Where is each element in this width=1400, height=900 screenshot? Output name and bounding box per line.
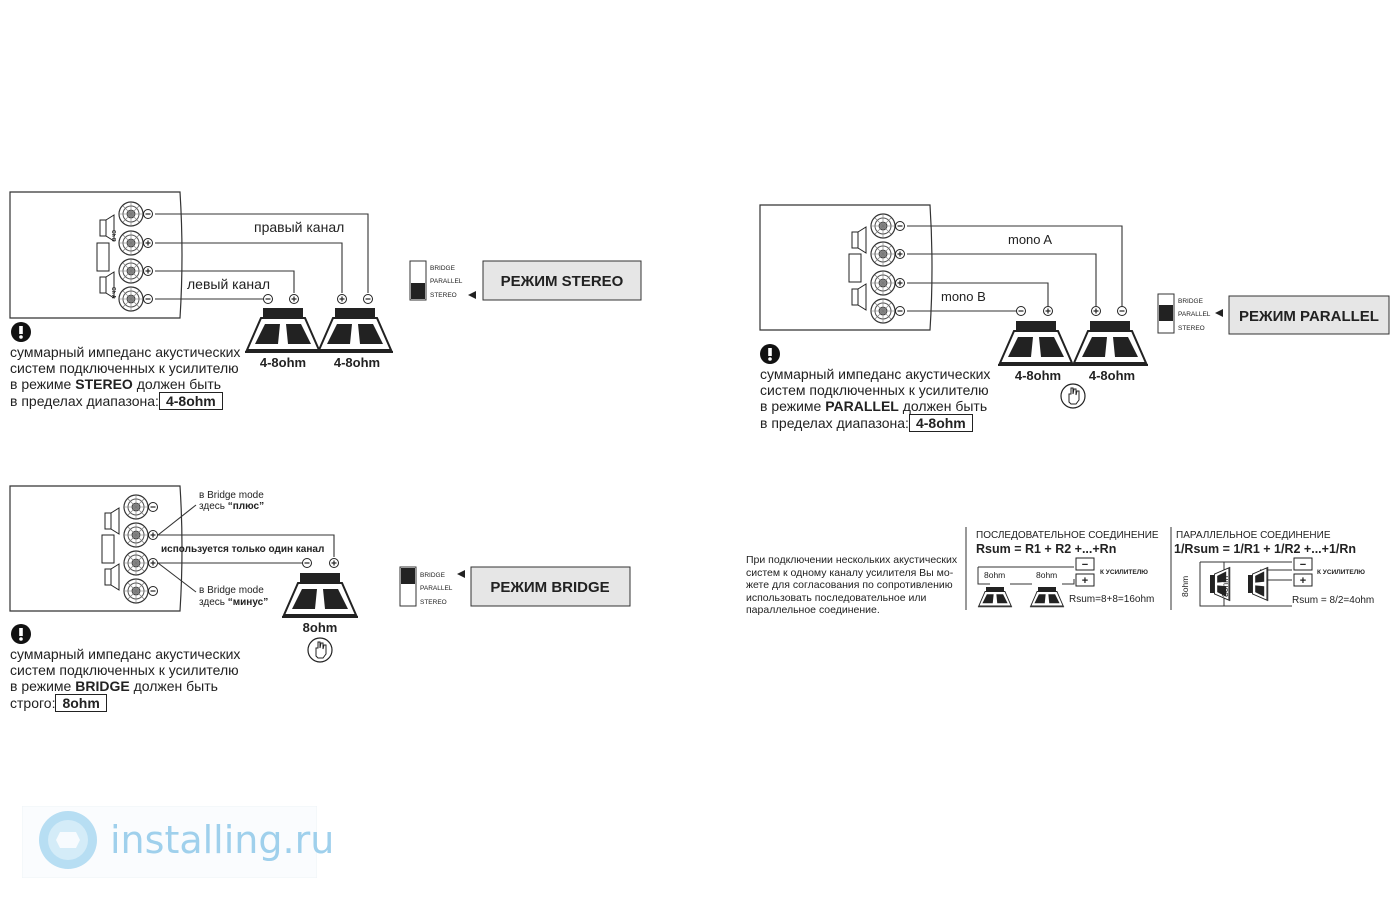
mono-b-label: mono B (941, 289, 986, 304)
parallel-diagram: mono A mono B 4-8ohm 4-8ohm BRIDGE PARAL… (759, 204, 1390, 409)
bridge-diagram: в Bridge mode здесь “плюс” используется … (9, 485, 631, 663)
amplifier-terminals: Ch B Ch A (96, 201, 154, 312)
parallel-note: суммарный импеданс акустических систем п… (760, 366, 991, 432)
stereo-note: суммарный импеданс акустических систем п… (10, 344, 241, 410)
mode-box (482, 260, 642, 301)
svg-text:−: − (1082, 559, 1088, 571)
warning-icon (760, 344, 780, 364)
watermark-text: installing.ru (110, 818, 335, 862)
amplifier-terminals (101, 494, 159, 604)
impedance-value: 8ohm (55, 694, 107, 712)
series-result: Rsum=8+8=16ohm (1069, 594, 1154, 605)
stereo-diagram: Ch B Ch A правый канал левый канал 4-8oh… (9, 191, 642, 370)
parallel-result: Rsum = 8/2=4ohm (1292, 595, 1374, 606)
bridge-plus-note-line2: здесь “плюс” (199, 501, 264, 512)
right-channel-label: правый канал (254, 219, 344, 235)
svg-text:PARALLEL: PARALLEL (1178, 311, 1211, 318)
svg-text:−: − (1300, 559, 1306, 571)
svg-text:К УСИЛИТЕЛЮ: К УСИЛИТЕЛЮ (1317, 569, 1365, 576)
bridge-note: суммарный импеданс акустических систем п… (10, 646, 241, 712)
svg-text:Ch A: Ch A (110, 287, 116, 299)
speaker-2-ohm: 4-8ohm (1089, 368, 1135, 383)
wires (907, 225, 1123, 312)
speaker-1-ohm: 4-8ohm (260, 355, 306, 370)
svg-text:8ohm: 8ohm (984, 570, 1005, 580)
series-schematic (977, 566, 1075, 585)
bridge-plus-note-line1: в Bridge mode (199, 490, 264, 501)
speaker-2 (316, 307, 394, 353)
series-title: ПОСЛЕДОВАТЕЛЬНОЕ СОЕДИНЕНИЕ (976, 530, 1159, 541)
svg-text:8ohm: 8ohm (1180, 576, 1190, 597)
svg-text:8ohm: 8ohm (1220, 576, 1230, 597)
warning-icon (11, 322, 31, 342)
speaker-1 (997, 320, 1075, 366)
mode-label: РЕЖИМ STEREO (501, 273, 624, 290)
mono-a-label: mono A (1008, 232, 1052, 247)
speaker-2 (1071, 320, 1149, 366)
mode-label: РЕЖИМ BRIDGE (490, 579, 609, 596)
bridge-center-note: используется только один канал (161, 544, 324, 555)
speaker (281, 572, 359, 618)
wires (157, 504, 335, 593)
svg-text:PARALLEL: PARALLEL (430, 278, 463, 285)
mode-switch[interactable]: BRIDGE PARALLEL STEREO (409, 260, 476, 301)
impedance-value: 4-8ohm (158, 392, 223, 410)
svg-text:BRIDGE: BRIDGE (420, 572, 446, 579)
speaker-ohm: 8ohm (303, 620, 338, 635)
svg-text:BRIDGE: BRIDGE (430, 265, 456, 272)
impedance-value: 4-8ohm (908, 414, 973, 432)
speaker-2-ohm: 4-8ohm (334, 355, 380, 370)
mode-label: РЕЖИМ PARALLEL (1239, 308, 1379, 325)
svg-text:8ohm: 8ohm (1036, 570, 1057, 580)
wires (155, 213, 369, 300)
hand-icon (307, 637, 333, 663)
series-formula: Rsum = R1 + R2 +...+Rn (976, 542, 1116, 556)
svg-text:+: + (1082, 575, 1088, 587)
mode-switch[interactable]: BRIDGE PARALLEL STEREO (399, 566, 465, 607)
svg-text:+: + (1300, 575, 1306, 587)
speaker-1-ohm: 4-8ohm (1015, 368, 1061, 383)
svg-text:BRIDGE: BRIDGE (1178, 298, 1204, 305)
parallel-title: ПАРАЛЛЕЛЬНОЕ СОЕДИНЕНИЕ (1176, 530, 1331, 541)
amplifier-terminals (848, 213, 906, 324)
hand-icon (1060, 383, 1086, 409)
mode-box (470, 566, 631, 607)
amplifier-body (759, 204, 933, 331)
bridge-minus-note-line2: здесь “минус” (199, 597, 268, 608)
svg-text:STEREO: STEREO (1178, 325, 1205, 332)
mode-switch[interactable]: BRIDGE PARALLEL STEREO (1157, 293, 1223, 334)
left-channel-label: левый канал (187, 276, 270, 292)
parallel-formula: 1/Rsum = 1/R1 + 1/R2 +...+1/Rn (1174, 542, 1356, 556)
svg-text:STEREO: STEREO (430, 292, 457, 299)
connection-info: ПОСЛЕДОВАТЕЛЬНОЕ СОЕДИНЕНИЕ Rsum = R1 + … (965, 527, 1374, 610)
bridge-minus-note-line1: в Bridge mode (199, 585, 264, 596)
svg-text:STEREO: STEREO (420, 599, 447, 606)
svg-text:К УСИЛИТЕЛЮ: К УСИЛИТЕЛЮ (1100, 569, 1148, 576)
svg-text:Ch B: Ch B (110, 230, 116, 242)
connection-info-text: При подключении нескольких акустических … (746, 554, 958, 616)
svg-text:PARALLEL: PARALLEL (420, 585, 453, 592)
mode-box (1228, 295, 1390, 335)
watermark-logo-icon (22, 806, 317, 878)
warning-icon (11, 624, 31, 644)
